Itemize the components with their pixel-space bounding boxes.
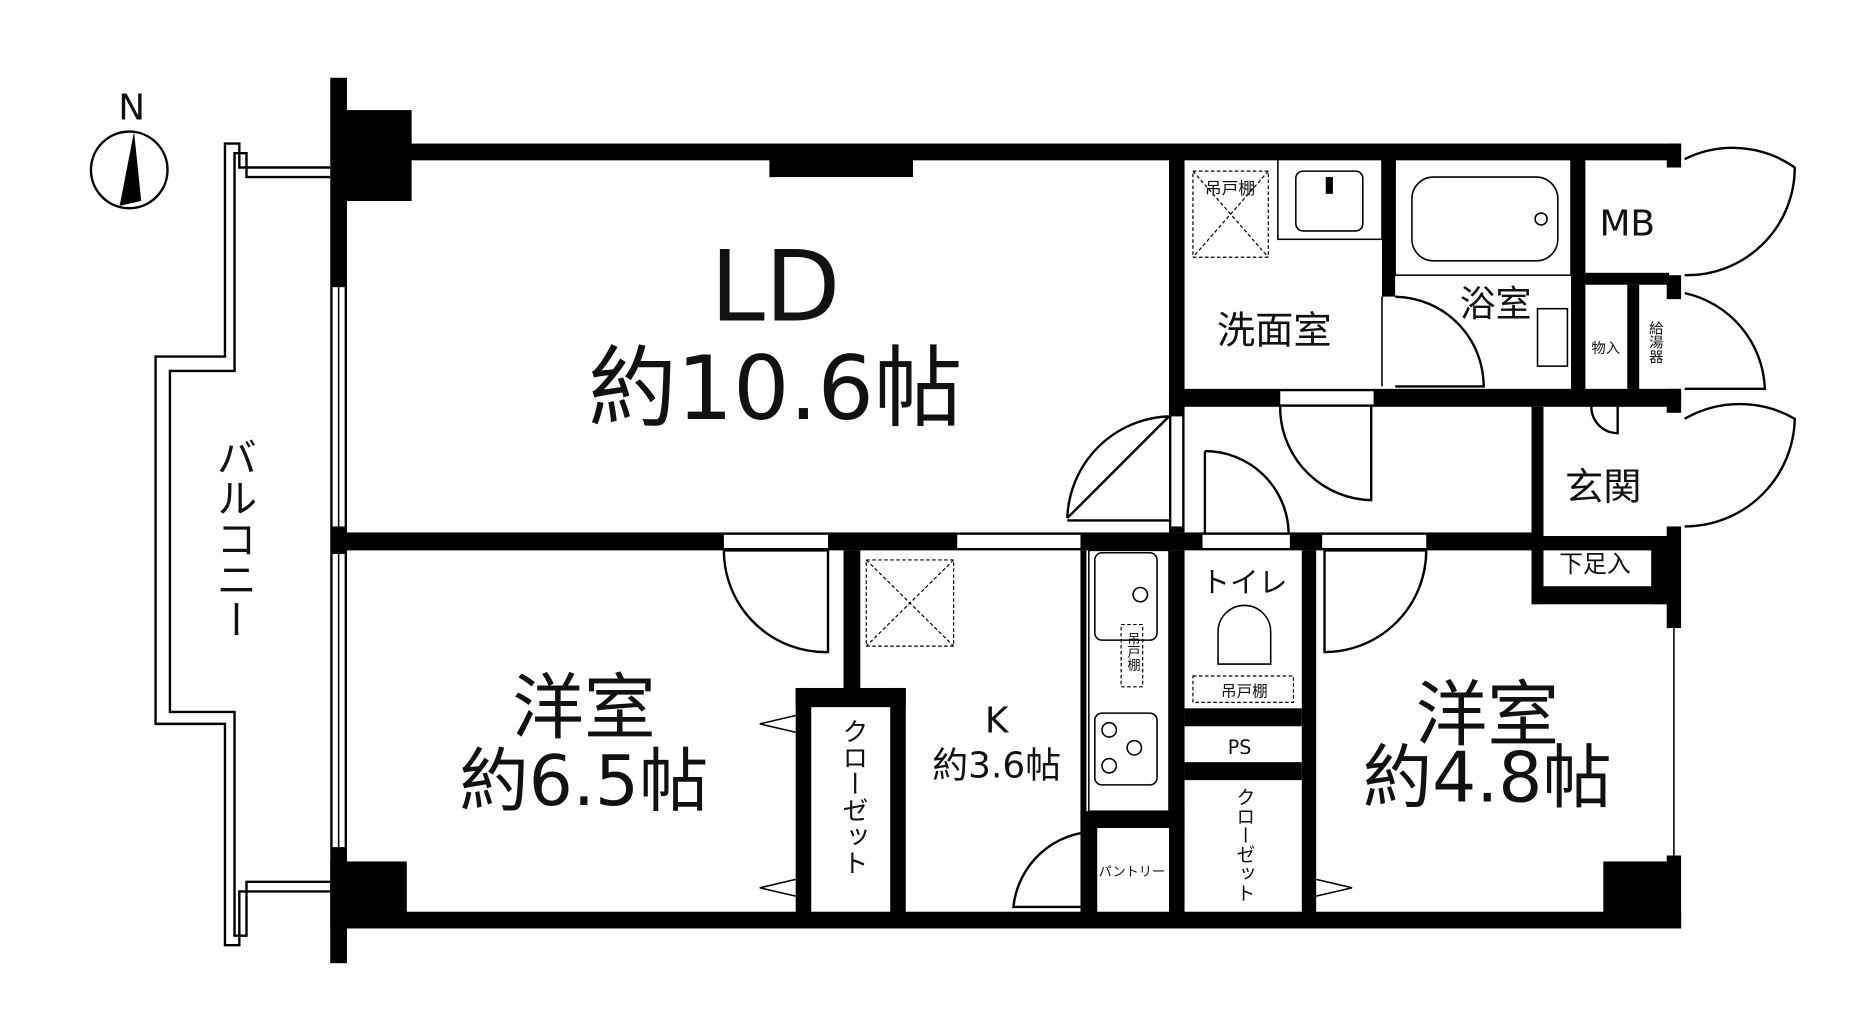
closet-1-label: クローゼット (837, 718, 867, 876)
meter-box-label: MB (1599, 204, 1655, 245)
entrance-label: 玄関 (1565, 465, 1642, 510)
western-room-2-size: 約4.8帖 (1363, 739, 1612, 819)
balcony-label: バルコニー (209, 437, 257, 640)
kitchen-cabinet-label: 吊戸棚 (1124, 632, 1140, 672)
toilet-label: トイレ (1201, 565, 1287, 599)
western-room-2-name: 洋室 (1415, 672, 1559, 756)
window-lines (337, 287, 1675, 856)
room-labels: LD 約10.6帖 洋室 約6.5帖 K 約3.6帖 洋室 約4.8帖 洗面室 … (459, 178, 1663, 902)
washroom-cabinet-label: 吊戸棚 (1205, 178, 1255, 198)
pipe-space-label: PS (1228, 736, 1252, 759)
balcony: バルコニー (154, 142, 331, 947)
compass-circle (89, 130, 169, 210)
western-room-1-name: 洋室 (512, 665, 656, 749)
walls (330, 77, 1682, 964)
closet-2-label: クローゼット (1233, 787, 1256, 902)
kitchen-name: K (985, 700, 1010, 741)
pantry-label: パントリー (1099, 864, 1165, 880)
north-compass: N (89, 88, 169, 210)
ld-name: LD (710, 231, 840, 345)
bathroom-label: 浴室 (1460, 284, 1532, 325)
ld-size: 約10.6帖 (588, 337, 962, 440)
shoe-storage-label: 下足入 (1559, 550, 1631, 578)
washroom-label: 洗面室 (1217, 308, 1332, 353)
compass-arrow-icon (119, 131, 142, 206)
storage-label: 物入 (1591, 340, 1620, 357)
door-swings (722, 146, 1796, 909)
kitchen-size: 約3.6帖 (932, 746, 1061, 787)
water-heater-label: 給湯器 (1647, 320, 1663, 364)
toilet-cabinet-label: 吊戸棚 (1221, 682, 1268, 700)
fixtures (759, 158, 1572, 897)
north-label: N (118, 88, 145, 129)
western-room-1-size: 約6.5帖 (459, 742, 708, 822)
